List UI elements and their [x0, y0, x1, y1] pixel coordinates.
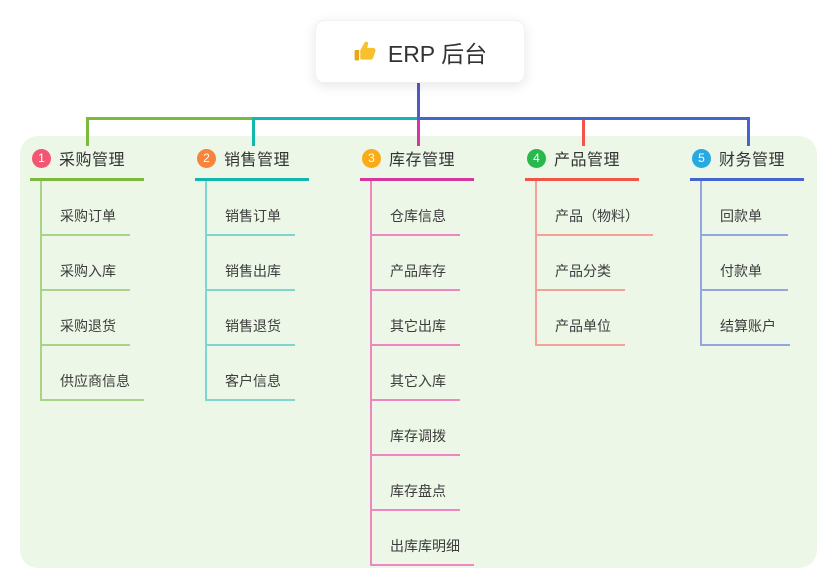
branch-number-badge: 1	[32, 148, 51, 168]
child-node-label: 产品单位	[555, 318, 611, 334]
branch-title: 采购管理	[59, 152, 126, 169]
connector-drop-branch-5	[747, 120, 750, 146]
child-node-label: 采购退货	[60, 318, 116, 334]
branch-children: 仓库信息产品库存其它出库其它入库库存调拨库存盘点出库库明细	[370, 181, 510, 566]
child-node[interactable]: 产品（物料）	[537, 181, 653, 236]
child-node[interactable]: 其它入库	[372, 346, 460, 401]
child-node-label: 产品分类	[555, 263, 611, 279]
branch-header-3[interactable]: 3 库存管理	[360, 146, 474, 181]
branch-column-3: 3 库存管理仓库信息产品库存其它出库其它入库库存调拨库存盘点出库库明细	[360, 146, 510, 566]
branch-title: 库存管理	[389, 152, 456, 169]
child-node-label: 客户信息	[225, 373, 281, 389]
child-node[interactable]: 其它出库	[372, 291, 460, 346]
branch-title: 销售管理	[224, 152, 291, 169]
child-node[interactable]: 采购订单	[42, 181, 130, 236]
branch-title: 产品管理	[554, 152, 621, 169]
child-node-label: 结算账户	[720, 318, 776, 334]
branches-panel	[20, 136, 817, 568]
branch-header-2[interactable]: 2 销售管理	[195, 146, 309, 181]
child-node[interactable]: 库存调拨	[372, 401, 460, 456]
child-node-label: 采购订单	[60, 208, 116, 224]
branch-header-5[interactable]: 5 财务管理	[690, 146, 804, 181]
branch-title: 财务管理	[719, 152, 786, 169]
child-node-label: 供应商信息	[60, 373, 130, 389]
child-node[interactable]: 采购入库	[42, 236, 130, 291]
branch-children: 产品（物料） 产品分类产品单位	[535, 181, 675, 346]
root-node-label: ERP 后台	[387, 40, 488, 67]
branch-column-4: 4 产品管理产品（物料） 产品分类产品单位	[525, 146, 675, 346]
child-node[interactable]: 供应商信息	[42, 346, 144, 401]
child-node-label: 仓库信息	[390, 208, 446, 224]
thumbs-up-icon	[353, 39, 378, 64]
connector-bus-segment-3	[417, 117, 750, 120]
child-node[interactable]: 付款单	[702, 236, 788, 291]
branch-number-badge: 3	[362, 148, 381, 168]
child-node-label: 回款单	[720, 208, 762, 224]
branch-column-2: 2 销售管理销售订单销售出库销售退货客户信息	[195, 146, 345, 401]
branch-column-1: 1 采购管理采购订单采购入库采购退货供应商信息	[30, 146, 180, 401]
child-node-label: 销售出库	[225, 263, 281, 279]
branch-children: 采购订单采购入库采购退货供应商信息	[40, 181, 180, 401]
connector-drop-branch-2	[252, 120, 255, 146]
branch-children: 回款单付款单结算账户	[700, 181, 839, 346]
connector-drop-branch-1	[86, 120, 89, 146]
branch-header-1[interactable]: 1 采购管理	[30, 146, 144, 181]
branch-number-badge: 5	[692, 148, 711, 168]
child-node[interactable]: 销售退货	[207, 291, 295, 346]
connector-drop-branch-3	[417, 120, 420, 146]
child-node[interactable]: 结算账户	[702, 291, 790, 346]
child-node-label: 其它出库	[390, 318, 446, 334]
child-node-label: 销售订单	[225, 208, 281, 224]
child-node-label: 产品库存	[390, 263, 446, 279]
child-node[interactable]: 出库库明细	[372, 511, 474, 566]
branch-number-badge: 2	[197, 148, 216, 168]
child-node[interactable]: 产品分类	[537, 236, 625, 291]
child-node[interactable]: 回款单	[702, 181, 788, 236]
child-node[interactable]: 仓库信息	[372, 181, 460, 236]
child-node-label: 采购入库	[60, 263, 116, 279]
child-node-label: 其它入库	[390, 373, 446, 389]
child-node[interactable]: 销售订单	[207, 181, 295, 236]
branch-column-5: 5 财务管理回款单付款单结算账户	[690, 146, 839, 346]
child-node-label: 出库库明细	[390, 538, 460, 554]
connector-bus-segment-2	[252, 117, 417, 120]
branch-number-badge: 4	[527, 148, 546, 168]
child-node[interactable]: 产品单位	[537, 291, 625, 346]
root-node-erp[interactable]: ERP 后台	[315, 20, 525, 83]
child-node-label: 库存调拨	[390, 428, 446, 444]
connector-drop-branch-4	[582, 120, 585, 146]
child-node[interactable]: 客户信息	[207, 346, 295, 401]
branch-children: 销售订单销售出库销售退货客户信息	[205, 181, 345, 401]
child-node[interactable]: 采购退货	[42, 291, 130, 346]
child-node-label: 库存盘点	[390, 483, 446, 499]
child-node-label: 付款单	[720, 263, 762, 279]
child-node-label: 产品（物料）	[555, 208, 639, 224]
branch-header-4[interactable]: 4 产品管理	[525, 146, 639, 181]
child-node[interactable]: 销售出库	[207, 236, 295, 291]
child-node[interactable]: 库存盘点	[372, 456, 460, 511]
connector-trunk	[417, 83, 420, 120]
child-node-label: 销售退货	[225, 318, 281, 334]
connector-bus-segment-1	[86, 117, 255, 120]
child-node[interactable]: 产品库存	[372, 236, 460, 291]
